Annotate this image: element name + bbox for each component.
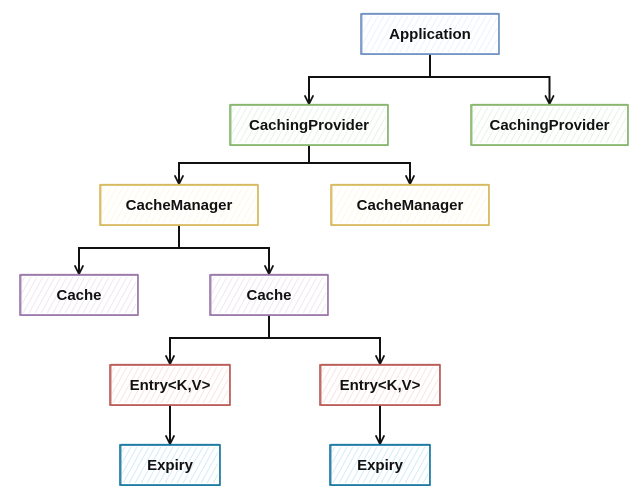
node-cache-manager-1-border-sketch	[100, 183, 258, 226]
node-application-border-sketch	[361, 12, 500, 56]
node-entry-1-label: Entry<K,V>	[130, 377, 211, 394]
node-expiry-1-border	[119, 444, 221, 486]
node-cache-1-label: Cache	[56, 287, 101, 304]
node-expiry-1: Expiry	[119, 443, 221, 487]
node-application-hatch	[363, 16, 497, 52]
node-cache-1-border-sketch	[20, 273, 139, 317]
node-cache-manager-2: CacheManager	[330, 183, 490, 226]
node-cache-2-border	[209, 274, 329, 316]
node-caching-provider-2-hatch	[473, 107, 626, 143]
node-caching-provider-1-border	[229, 104, 389, 146]
edge-cache-manager-1-to-cache-1	[74, 225, 180, 275]
node-cache-manager-1-hatch	[102, 187, 256, 223]
node-expiry-1-border-sketch	[120, 443, 220, 487]
node-entry-1-border	[109, 364, 231, 406]
edge-cache-2-to-entry-1	[165, 315, 270, 365]
node-expiry-2-label: Expiry	[357, 457, 404, 474]
node-entry-2: Entry<K,V>	[319, 363, 441, 407]
node-entry-2-label: Entry<K,V>	[340, 377, 421, 394]
node-caching-provider-1-hatch	[232, 107, 386, 143]
node-cache-manager-1-label: CacheManager	[126, 197, 233, 214]
node-cache-2: Cache	[209, 273, 329, 317]
edge-application-to-caching-provider-2	[429, 54, 555, 105]
edge-caching-provider-1-to-cache-manager-2	[308, 145, 415, 185]
node-expiry-2-border-sketch	[330, 443, 431, 487]
node-caching-provider-2: CachingProvider	[470, 103, 629, 146]
node-application-label: Application	[389, 26, 471, 43]
edge-cache-manager-1-to-cache-2	[178, 225, 274, 275]
node-cache-manager-2-hatch	[333, 187, 487, 223]
node-entry-2-hatch	[322, 367, 438, 403]
node-entry-1-border-sketch	[110, 363, 230, 407]
node-cache-2-hatch	[212, 277, 326, 313]
node-expiry-1-hatch	[122, 447, 218, 483]
node-cache-manager-2-label: CacheManager	[357, 197, 464, 214]
node-expiry-2: Expiry	[329, 443, 431, 487]
connector-layer	[74, 54, 555, 445]
node-cache-1: Cache	[19, 273, 139, 317]
node-caching-provider-1: CachingProvider	[229, 103, 389, 146]
edge-cache-2-to-entry-2	[268, 315, 385, 365]
node-cache-2-border-sketch	[210, 273, 328, 317]
node-cache-2-label: Cache	[246, 287, 291, 304]
node-cache-1-hatch	[22, 277, 136, 313]
node-cache-manager-2-border-sketch	[331, 183, 490, 226]
node-entry-1: Entry<K,V>	[109, 363, 231, 407]
node-expiry-2-hatch	[332, 447, 428, 483]
node-expiry-1-label: Expiry	[147, 457, 194, 474]
edge-application-to-caching-provider-1	[304, 54, 431, 105]
node-cache-manager-1-border	[99, 184, 259, 226]
node-caching-provider-1-border-sketch	[230, 103, 388, 146]
node-caching-provider-2-border-sketch	[471, 103, 629, 146]
node-cache-manager-1: CacheManager	[99, 183, 259, 226]
node-caching-provider-2-label: CachingProvider	[489, 117, 609, 134]
node-entry-2-border-sketch	[320, 363, 441, 407]
node-entry-1-hatch	[112, 367, 228, 403]
edge-caching-provider-1-to-cache-manager-1	[174, 145, 310, 185]
node-caching-provider-1-label: CachingProvider	[249, 117, 369, 134]
node-application: Application	[360, 12, 500, 56]
